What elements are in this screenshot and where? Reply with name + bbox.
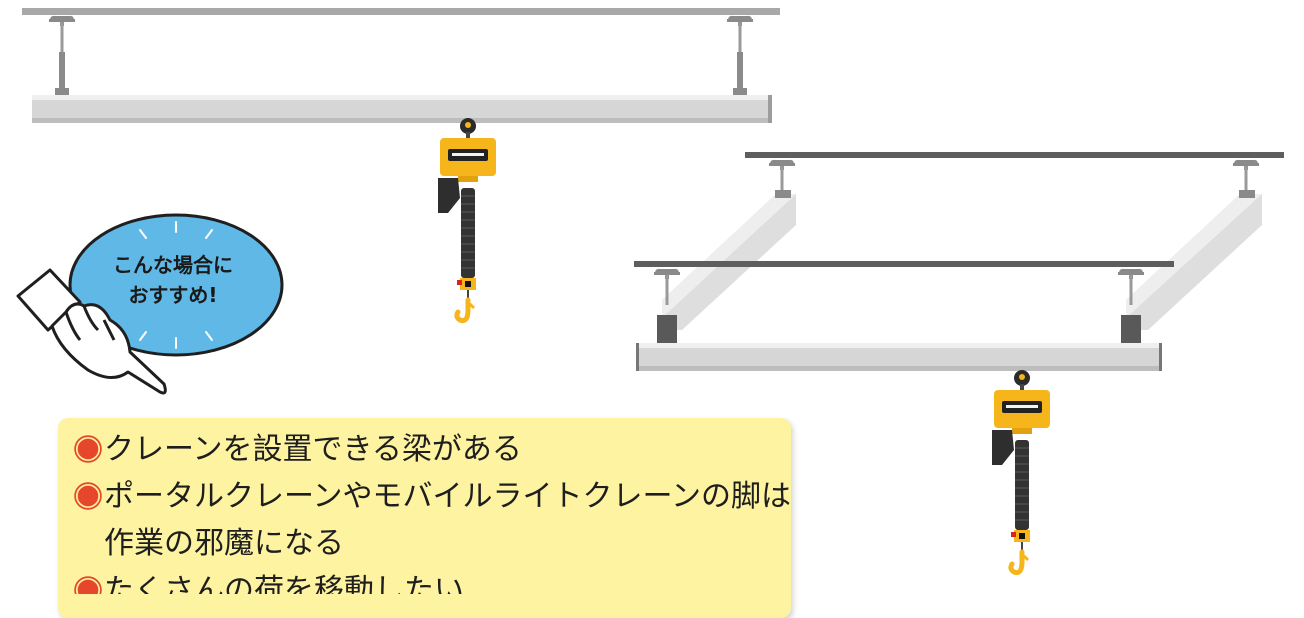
right-front-ceiling-rail: [634, 261, 1174, 267]
bullet-circle-icon: [74, 426, 104, 473]
list-item-text: たくさんの荷を移動したい: [104, 573, 464, 594]
list-item: ポータルクレーンやモバイルライトクレーンの脚は作業の邪魔になる: [74, 473, 794, 567]
list-item: クレーンを設置できる梁がある: [74, 426, 794, 473]
recommendation-note: [58, 418, 791, 618]
recommend-badge: [16, 213, 284, 395]
right-girder: [636, 343, 1162, 371]
left-girder: [32, 95, 772, 123]
right-back-ceiling-rail: [745, 152, 1284, 158]
hanger-bracket-icon: [49, 15, 75, 52]
hanger-bracket-icon: [727, 15, 753, 52]
electric-chain-hoist-icon: [992, 370, 1050, 573]
illustration-canvas: [16, 8, 1284, 594]
left-crane-system: [22, 8, 780, 321]
bullet-circle-icon: [74, 567, 104, 594]
list-item-text: クレーンを設置できる梁がある: [104, 432, 522, 467]
bubble-line-1: こんな場合に: [113, 253, 233, 277]
list-item-text: ポータルクレーンやモバイルライトクレーンの脚は作業の邪魔になる: [104, 479, 791, 561]
left-ceiling-rail: [22, 8, 780, 15]
speech-bubble-icon: [68, 213, 284, 357]
recommendation-list: クレーンを設置できる梁がある ポータルクレーンやモバイルライトクレーンの脚は作業…: [74, 426, 794, 594]
list-item: たくさんの荷を移動したい: [74, 567, 794, 594]
pointing-hand-icon: [16, 268, 167, 395]
electric-chain-hoist-icon: [438, 118, 496, 321]
bullet-circle-icon: [74, 473, 104, 520]
bubble-line-2: おすすめ!: [128, 283, 218, 307]
bubble-caption: こんな場合に おすすめ!: [78, 250, 268, 310]
sparkle-lines: [139, 221, 213, 349]
right-crane-system: [634, 152, 1284, 573]
